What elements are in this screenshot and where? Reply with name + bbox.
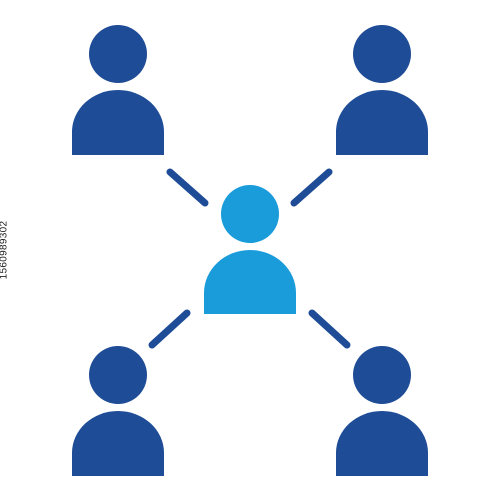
- person-icon-center: [204, 185, 296, 314]
- connector-line-top-left: [166, 168, 209, 207]
- person-icon-top-right: [336, 25, 428, 155]
- connector-lines: [148, 168, 351, 349]
- connector-line-top-right: [290, 168, 333, 207]
- stock-id-text: 1560989302: [0, 220, 10, 280]
- person-icon-top-left: [72, 25, 164, 155]
- connector-line-bottom-right: [308, 309, 351, 349]
- connector-line-bottom-left: [148, 309, 191, 349]
- person-icon-bottom-right: [336, 346, 428, 476]
- person-icon-bottom-left: [72, 346, 164, 476]
